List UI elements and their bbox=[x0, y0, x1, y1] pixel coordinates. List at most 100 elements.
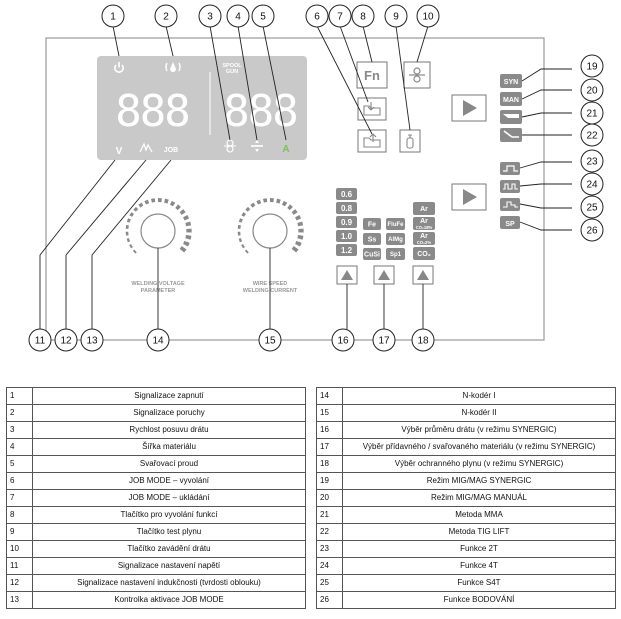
callout-number: 23 bbox=[586, 157, 598, 168]
callout-circle bbox=[331, 328, 355, 352]
knob-scale-tick bbox=[291, 246, 299, 253]
option-tile bbox=[363, 218, 381, 230]
folder-recall-icon bbox=[363, 133, 381, 148]
callout-circle bbox=[251, 4, 275, 28]
legend-description: JOB MODE – vyvolání bbox=[32, 472, 306, 490]
callout-number: 19 bbox=[586, 62, 598, 73]
option-tile bbox=[386, 218, 405, 230]
option-label: Sp1 bbox=[390, 252, 402, 258]
knob-scale-tick bbox=[291, 209, 298, 215]
option-tile bbox=[413, 232, 435, 245]
callout-number: 10 bbox=[422, 12, 434, 23]
leader-lines bbox=[39, 25, 572, 330]
callout-number: 11 bbox=[35, 336, 46, 347]
legend-description: Výběr přídavného / svařovaného materiálu… bbox=[342, 438, 616, 456]
knob-scale-tick bbox=[241, 212, 246, 217]
legend-description: Signalizace nastavení napětí bbox=[32, 557, 306, 575]
knob-scale-tick bbox=[151, 198, 156, 203]
function-s4t-indicator bbox=[500, 198, 520, 211]
legend-number: 2 bbox=[6, 404, 33, 422]
knob-scale-tick bbox=[295, 240, 302, 247]
wire-diameter-column: 0.60.80.91.01.2 bbox=[336, 188, 357, 256]
callout-number: 20 bbox=[586, 86, 598, 97]
wire-inch-icon bbox=[409, 67, 425, 83]
option-label: Fe bbox=[368, 222, 376, 229]
knob-scale-tick bbox=[244, 249, 249, 254]
option-label: 0.8 bbox=[341, 204, 353, 213]
job-indicator-label: JOB bbox=[164, 147, 178, 154]
legend-number: 11 bbox=[6, 557, 33, 575]
legend-number: 14 bbox=[316, 387, 343, 405]
legend-description: Signalizace nastavení indukčnosti (tvrdo… bbox=[32, 574, 306, 592]
callout-circle bbox=[226, 4, 250, 28]
callout-circle bbox=[580, 78, 604, 102]
legend-number: 23 bbox=[316, 540, 343, 558]
legend-number: 6 bbox=[6, 472, 33, 490]
callout-circle bbox=[305, 4, 329, 28]
legend-description: N-kodér II bbox=[342, 404, 616, 422]
option-tile bbox=[336, 230, 357, 242]
knob-scale-tick bbox=[295, 214, 302, 221]
mode-select-button[interactable] bbox=[451, 94, 487, 122]
material-select-button[interactable] bbox=[373, 265, 395, 285]
gas-select-button[interactable] bbox=[412, 265, 434, 285]
wire-select-button[interactable] bbox=[336, 265, 358, 285]
legend-description: Funkce 4T bbox=[342, 557, 616, 575]
option-tile bbox=[363, 233, 381, 245]
folder-save-icon bbox=[363, 102, 381, 116]
gas-cylinder-icon bbox=[406, 134, 414, 149]
legend-description: Funkce S4T bbox=[342, 574, 616, 592]
callout-circle bbox=[351, 4, 375, 28]
knob-scale-tick bbox=[256, 199, 262, 205]
option-label: FluFe bbox=[388, 222, 405, 228]
option-label: 1.0 bbox=[341, 232, 353, 241]
knob-scale-tick bbox=[250, 202, 256, 208]
option-tile bbox=[386, 248, 405, 260]
callout-number: 8 bbox=[360, 12, 366, 23]
knob-scale-tick bbox=[276, 198, 281, 204]
callout-circle bbox=[580, 218, 604, 242]
knob-scale-tick bbox=[245, 206, 251, 212]
option-label: CO₂ bbox=[417, 251, 431, 258]
callout-number: 22 bbox=[586, 131, 598, 142]
option-label: Ss bbox=[368, 237, 377, 244]
knob-scale-tick bbox=[241, 244, 245, 249]
power-icon bbox=[114, 62, 124, 73]
legend-description: Režim MIG/MAG SYNERGIC bbox=[342, 472, 616, 490]
callout-circle bbox=[328, 4, 352, 28]
legend-number: 15 bbox=[316, 404, 343, 422]
gas-test-button[interactable] bbox=[399, 129, 421, 153]
callout-number: 1 bbox=[110, 12, 116, 23]
legend-number: 5 bbox=[6, 455, 33, 473]
encoder-current-knob[interactable] bbox=[237, 198, 304, 254]
knob-scale-tick bbox=[238, 218, 243, 223]
option-tile bbox=[386, 233, 405, 245]
legend-number: 26 bbox=[316, 591, 343, 609]
option-tile bbox=[336, 244, 357, 256]
callout-number: 6 bbox=[314, 12, 320, 23]
callout-circle bbox=[416, 4, 440, 28]
legend-description: Tlačítko pro vyvolání funkcí bbox=[32, 506, 306, 524]
callout-circle bbox=[198, 4, 222, 28]
syn-indicator: SYN bbox=[500, 74, 522, 88]
inductance-icon bbox=[139, 142, 153, 153]
fn-button[interactable] bbox=[356, 61, 388, 89]
function-select-button[interactable] bbox=[451, 183, 487, 211]
callout-number: 4 bbox=[235, 12, 241, 23]
legend-number: 17 bbox=[316, 438, 343, 456]
knob-scale-tick bbox=[169, 200, 176, 207]
knob-scale-tick bbox=[297, 221, 304, 227]
encoder-voltage-knob[interactable] bbox=[125, 198, 192, 254]
